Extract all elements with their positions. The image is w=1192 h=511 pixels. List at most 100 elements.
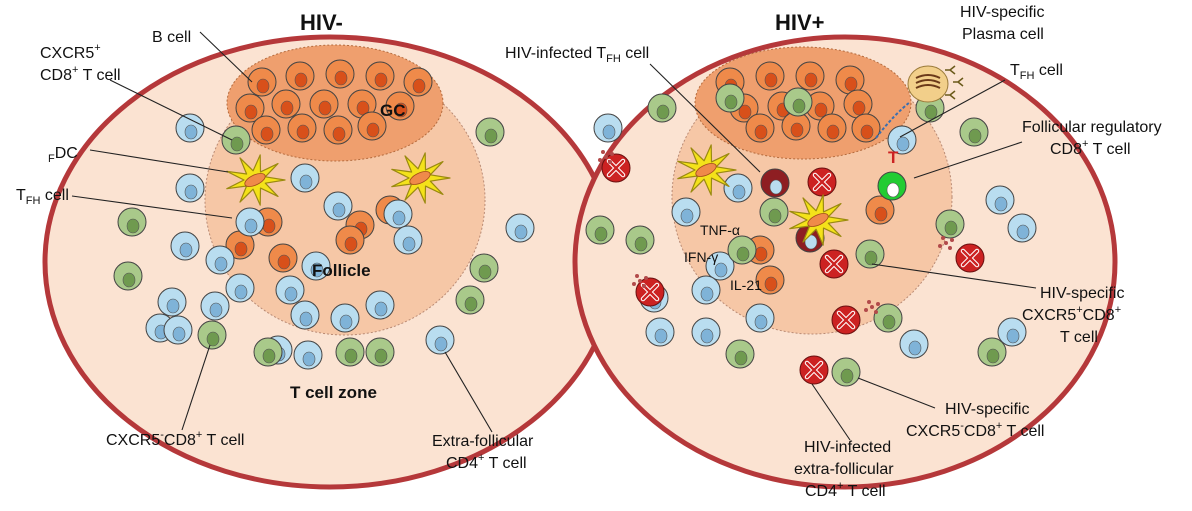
il21-label: IL-21 [730, 277, 762, 293]
plasma-cell-label-line2: Plasma cell [962, 26, 1044, 43]
spec-cxcr5pos-label: HIV-specific [1040, 285, 1124, 302]
b-cell [247, 67, 277, 97]
b-cell [817, 113, 847, 143]
t-cell-cd8 [715, 83, 745, 113]
t-cell-cd4 [225, 273, 255, 303]
b-cell [335, 225, 365, 255]
b-cell-label: B cell [152, 29, 191, 46]
b-cell [251, 115, 281, 145]
granules [864, 300, 880, 314]
freg-label-line2: CD8+ T cell [1050, 138, 1131, 158]
t-cell-cd4 [170, 231, 200, 261]
t-cell-cd8 [783, 87, 813, 117]
extra-follicular-label: Extra-follicular [432, 433, 534, 450]
leader-freg [913, 141, 1023, 179]
b-cell [347, 89, 377, 119]
killed-infected-cell [819, 249, 849, 279]
t-cell-cd8 [469, 253, 499, 283]
b-cell [755, 61, 785, 91]
infected-t-cell [760, 168, 790, 198]
t-cell-cd4 [290, 300, 320, 330]
killed-infected-cell [955, 243, 985, 273]
t-cell-cd8 [915, 93, 945, 123]
t-cell-cd4 [383, 199, 413, 229]
leader-spec-cxcr5pos [871, 263, 1037, 289]
leader-extra-follicular [444, 351, 493, 433]
t-cell-cd8 [585, 215, 615, 245]
follicle-label-left: Follicle [312, 261, 371, 280]
b-cell [843, 89, 873, 119]
t-cell-cd8 [197, 320, 227, 350]
leader-tfh-right [899, 79, 1006, 138]
leader-cxcr5-cd8 [109, 79, 233, 141]
t-cell-cd8 [873, 303, 903, 333]
t-cell-cd8 [647, 93, 677, 123]
t-cell-cd8 [475, 117, 505, 147]
lymph-node-hiv-positive: HIV+ TNF-α IFN-γ IL-21 T HIV-infected TF… [505, 4, 1162, 500]
b-cell [235, 93, 265, 123]
tnf-alpha-label: TNF-α [700, 222, 740, 238]
b-cell [309, 89, 339, 119]
t-cell-cd8 [625, 225, 655, 255]
title-hiv-negative: HIV- [300, 10, 343, 35]
killed-infected-cell [831, 305, 861, 335]
leader-b-cell [199, 31, 253, 83]
cxcr5-cd8-label: CXCR5+ [40, 42, 101, 62]
b-cell [325, 59, 355, 89]
t-cell-cd8 [725, 339, 755, 369]
t-cell-cd8 [759, 197, 789, 227]
t-cell-cd4 [235, 207, 265, 237]
t-cell-cd4 [205, 245, 235, 275]
fdc-label: FDC [48, 145, 78, 165]
b-cell [385, 91, 415, 121]
t-cell-cd4 [290, 163, 320, 193]
t-cell-cd8 [113, 261, 143, 291]
t-cell-cd4 [1007, 213, 1037, 243]
b-cell [357, 111, 387, 141]
cells-left [113, 59, 535, 370]
t-cell-cd4 [163, 315, 193, 345]
cells-right [585, 61, 1037, 387]
follicular-regulatory-cell [877, 171, 907, 201]
tfh-label-right: TFH cell [1010, 62, 1063, 82]
t-cell-cd8 [935, 209, 965, 239]
t-cell-cd8 [117, 207, 147, 237]
t-cell-cd4 [723, 173, 753, 203]
t-cell-cd4 [365, 290, 395, 320]
spec-cxcr5pos-label-line2: CXCR5+CD8+ [1022, 304, 1121, 324]
t-cell-cd8 [253, 337, 283, 367]
follicular-dendritic-cell [789, 194, 849, 246]
b-cell [323, 115, 353, 145]
granules [598, 150, 614, 164]
follicular-dendritic-cell [226, 154, 286, 206]
leader-inf-extra [811, 383, 851, 441]
b-cell [745, 113, 775, 143]
gc-label-left: GC [380, 101, 406, 120]
t-cell-cd4 [997, 317, 1027, 347]
t-cell-cd8 [335, 337, 365, 367]
plasma-cell [875, 65, 964, 139]
t-cell-cd4 [745, 303, 775, 333]
t-cell-cd4 [691, 317, 721, 347]
spec-cxcr5pos-label-line3: T cell [1060, 329, 1098, 346]
t-cell-cd4 [505, 213, 535, 243]
b-cell [781, 111, 811, 141]
inf-extra-label-line3: CD4+ T cell [805, 480, 886, 500]
t-cell-cd4 [705, 251, 735, 281]
b-cell [403, 67, 433, 97]
t-cell-cd4 [393, 225, 423, 255]
t-cell-cd4 [323, 191, 353, 221]
t-cell-cd4 [985, 185, 1015, 215]
t-cell-cd4 [175, 113, 205, 143]
t-cell-cd4 [691, 275, 721, 305]
b-cell [865, 195, 895, 225]
leader-fdc [89, 149, 229, 173]
t-cell-cd4 [175, 173, 205, 203]
t-cell-cd8 [221, 125, 251, 155]
b-cell [835, 65, 865, 95]
t-cell-cd4 [645, 317, 675, 347]
freg-label: Follicular regulatory [1022, 119, 1162, 136]
t-mark-label: T [888, 148, 899, 167]
t-cell-cd4 [887, 125, 917, 155]
